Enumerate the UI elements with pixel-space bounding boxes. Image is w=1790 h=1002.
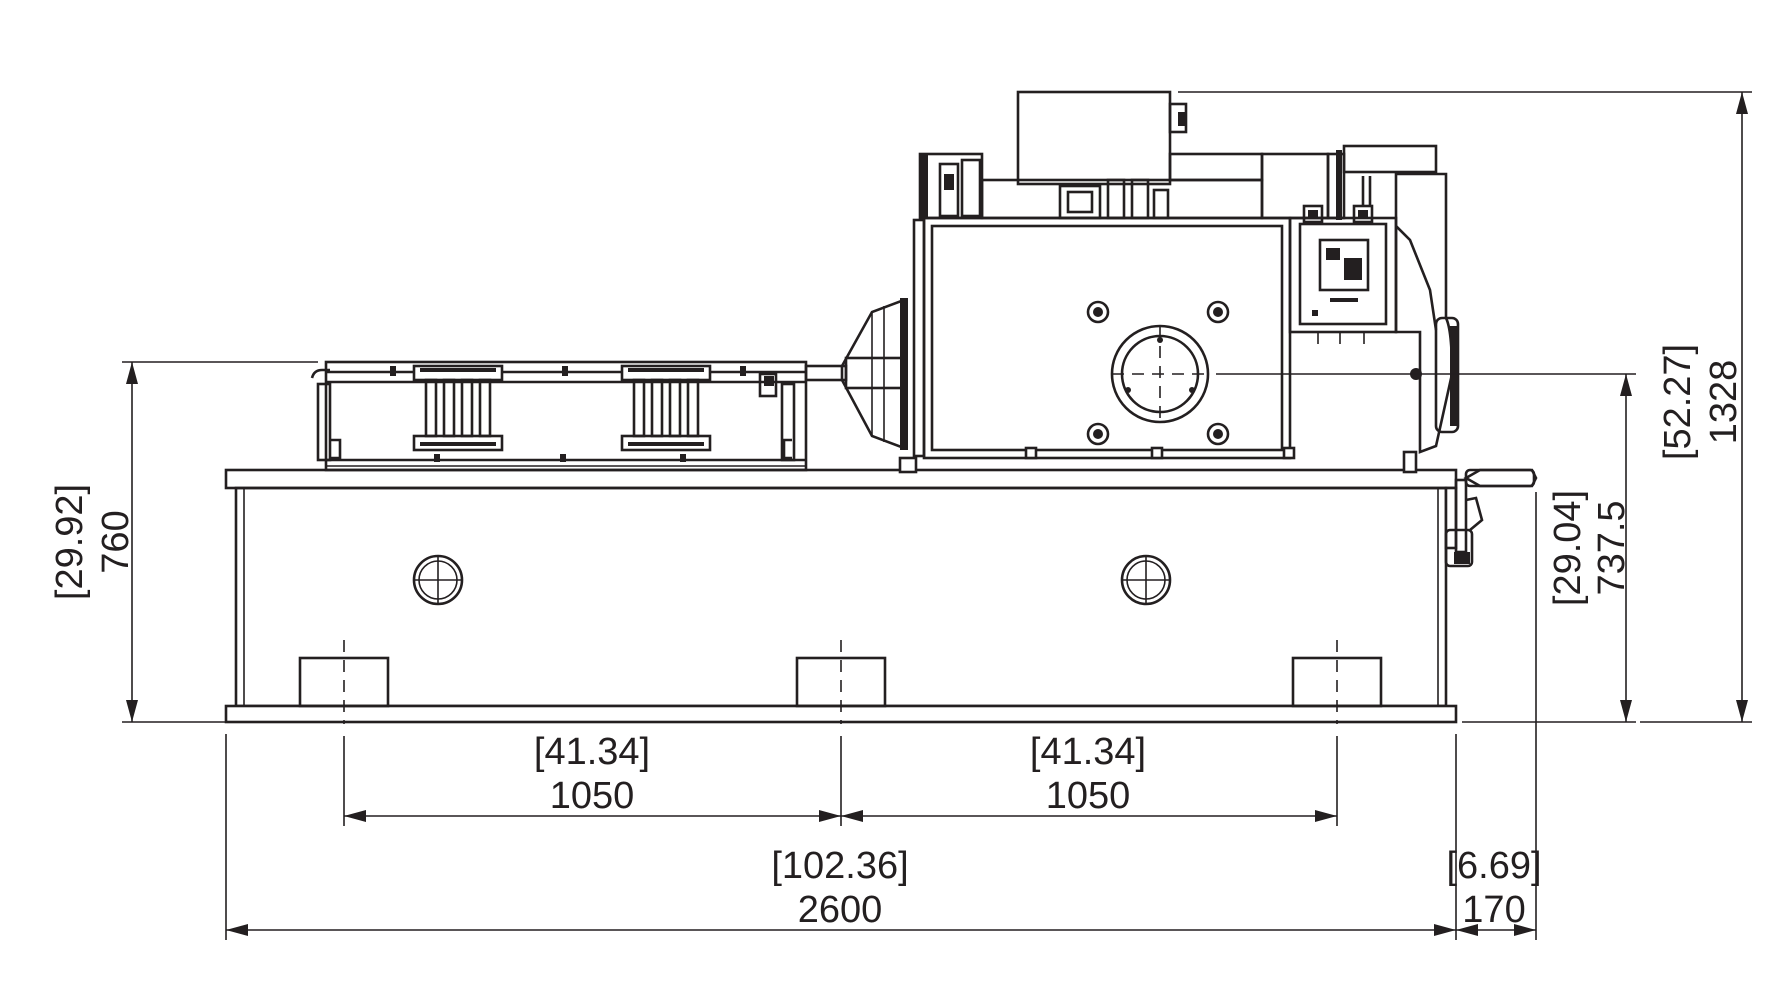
right-pitch-mm-label: 1050: [1046, 775, 1131, 817]
base-height-mm-label: 760: [95, 510, 137, 573]
dimension-labels: [29.92] 760 [29.04] 737.5 [52.27] 1328 […: [49, 344, 1745, 931]
dimension-lines: [122, 91, 1752, 940]
base-frame: [224, 468, 1458, 724]
hand-crank: [1444, 468, 1538, 568]
total-length-mm-label: 2600: [798, 889, 883, 931]
left-pitch-mm-label: 1050: [550, 775, 635, 817]
top-assembly: [918, 90, 1438, 220]
total-length-inch-label: [102.36]: [771, 845, 908, 887]
cone-coupling: [840, 298, 908, 450]
axis-height-inch-label: [29.04]: [1547, 490, 1589, 606]
lifting-hole-left: [412, 554, 464, 606]
base-height-inch-label: [29.92]: [49, 484, 91, 600]
total-height-mm-label: 1328: [1703, 360, 1745, 445]
roller-set-right: [620, 364, 712, 452]
roller-set-left: [412, 364, 504, 452]
handle-offset-mm-label: 170: [1462, 889, 1525, 931]
left-pitch-inch-label: [41.34]: [534, 731, 650, 773]
motor: [1394, 172, 1460, 454]
handle-offset-inch-label: [6.69]: [1446, 845, 1541, 887]
axis-height-mm-label: 737.5: [1591, 500, 1633, 595]
total-height-inch-label: [52.27]: [1657, 344, 1699, 460]
carriage-assembly: [310, 360, 848, 472]
right-pitch-inch-label: [41.34]: [1030, 731, 1146, 773]
lifting-hole-right: [1120, 554, 1172, 606]
main-bearing: [1110, 324, 1210, 424]
machine-drawing: [224, 90, 1538, 724]
